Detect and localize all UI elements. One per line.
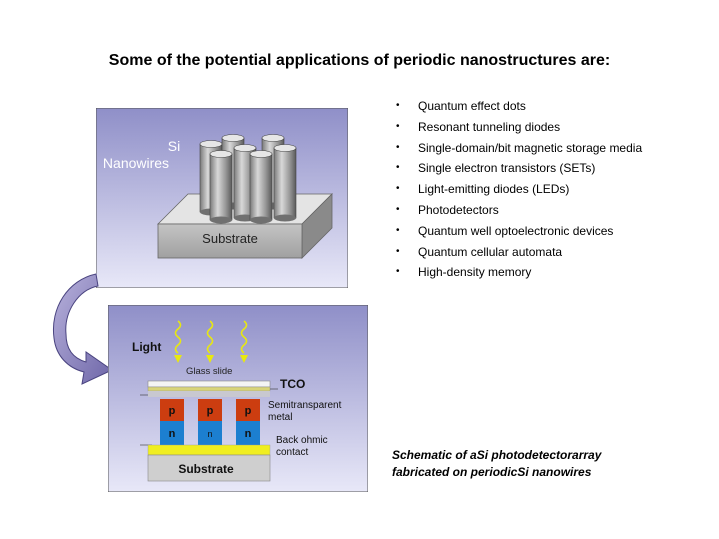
p-layer bbox=[198, 399, 222, 421]
arrow-down-icon bbox=[206, 355, 214, 363]
wave-icon bbox=[240, 320, 248, 354]
light-rays bbox=[174, 320, 248, 354]
n-layer bbox=[160, 421, 184, 445]
arrow-down-icon bbox=[240, 355, 248, 363]
n-label: n bbox=[169, 428, 176, 440]
nanowire bbox=[249, 150, 273, 224]
bullet-icon: • bbox=[396, 162, 400, 174]
curved-arrow-icon bbox=[52, 273, 114, 385]
p-label: p bbox=[245, 405, 252, 417]
p-label: p bbox=[207, 405, 214, 417]
nanowire-label-line1: Si bbox=[168, 138, 180, 154]
pn-columns bbox=[160, 399, 260, 445]
metal-label-line1: Semitransparent bbox=[268, 400, 342, 411]
list-item: •Photodetectors bbox=[396, 200, 642, 221]
n-label: n bbox=[207, 429, 212, 439]
list-item: •High-density memory bbox=[396, 262, 642, 283]
bullet-icon: • bbox=[396, 266, 400, 278]
bullet-icon: • bbox=[396, 203, 400, 215]
bullet-icon: • bbox=[396, 120, 400, 132]
arrow-down-icon bbox=[174, 355, 182, 363]
p-layer bbox=[236, 399, 260, 421]
nanowire-array bbox=[199, 134, 297, 224]
p-layer bbox=[160, 399, 184, 421]
nanowire-label-line2: Nanowires bbox=[103, 155, 169, 171]
glass-slide-label: Glass slide bbox=[186, 366, 232, 377]
list-item: •Single electron transistors (SETs) bbox=[396, 158, 642, 179]
bullet-icon: • bbox=[396, 224, 400, 236]
substrate-label: Substrate bbox=[178, 462, 234, 476]
slide-title: Some of the potential applications of pe… bbox=[108, 52, 611, 69]
tco-label: TCO bbox=[280, 377, 305, 391]
glass-slide bbox=[147, 380, 271, 388]
n-layer bbox=[198, 421, 222, 445]
list-item: •Single-domain/bit magnetic storage medi… bbox=[396, 138, 642, 159]
caption-line: fabricated on periodicSi nanowires bbox=[392, 465, 592, 479]
ohmic-label-line2: contact bbox=[276, 447, 308, 458]
nanowire-figure: Substrate Si Nanowires bbox=[96, 108, 348, 288]
photodetector-figure: Light Glass slide TCO p p p n n n Semitr… bbox=[108, 305, 368, 492]
substrate-block bbox=[147, 454, 271, 482]
bullet-icon: • bbox=[396, 100, 400, 111]
substrate-front bbox=[157, 223, 303, 259]
bullet-icon: • bbox=[396, 141, 400, 153]
list-item: •Quantum well optoelectronic devices bbox=[396, 221, 642, 242]
metal-label-line2: metal bbox=[268, 412, 292, 423]
wave-icon bbox=[206, 320, 214, 354]
curved-arrow bbox=[52, 273, 114, 385]
semitransparent-metal bbox=[148, 391, 270, 397]
applications-list: •Quantum effect dots •Resonant tunneling… bbox=[396, 96, 642, 283]
wave-icon bbox=[174, 320, 182, 354]
p-label: p bbox=[169, 405, 176, 417]
ohmic-label-line1: Back ohmic bbox=[276, 435, 328, 446]
nanowire bbox=[273, 144, 297, 222]
substrate-label: Substrate bbox=[202, 231, 258, 246]
light-label: Light bbox=[132, 340, 161, 354]
tco-layer bbox=[147, 386, 271, 392]
caption-line: Schematic of aSi photodetectorarray bbox=[392, 448, 602, 462]
back-ohmic-contact bbox=[147, 444, 271, 456]
bullet-icon: • bbox=[396, 183, 400, 195]
list-item: •Quantum effect dots bbox=[396, 96, 642, 117]
list-item: •Resonant tunneling diodes bbox=[396, 117, 642, 138]
figure-caption: Schematic of aSi photodetectorarray fabr… bbox=[392, 447, 601, 481]
list-item: •Quantum cellular automata bbox=[396, 242, 642, 263]
n-layer bbox=[236, 421, 260, 445]
nanowire bbox=[209, 150, 233, 224]
light-arrowheads bbox=[174, 355, 248, 363]
n-label: n bbox=[245, 428, 252, 440]
bullet-icon: • bbox=[396, 245, 400, 257]
list-item: •Light-emitting diodes (LEDs) bbox=[396, 179, 642, 200]
